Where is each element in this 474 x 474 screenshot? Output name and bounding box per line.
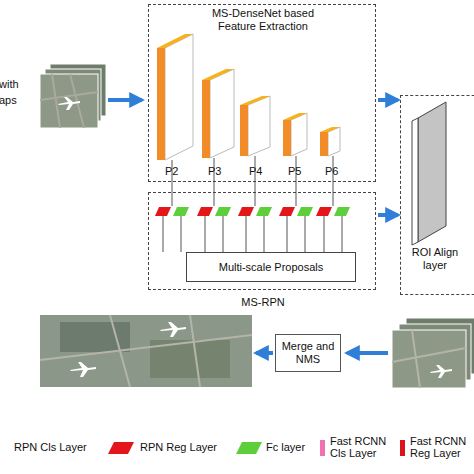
process-box: Merge and NMS — [275, 334, 341, 372]
input-caption: aps — [0, 94, 17, 107]
feature-map — [202, 69, 234, 80]
airplane-symbol — [70, 362, 96, 377]
legend-swatch-shape — [236, 442, 262, 454]
level-label: P3 — [208, 165, 221, 178]
feature-map — [248, 96, 270, 156]
legend-swatch-shape — [108, 442, 134, 454]
feature-map — [320, 127, 340, 132]
legend-text: Fast RCNN Reg Layer — [410, 435, 474, 459]
rpn-reg-layer — [297, 207, 313, 216]
airplane-symbol — [430, 365, 452, 378]
flow-arrow — [256, 351, 273, 355]
flow-arrow — [108, 98, 142, 102]
level-label: P4 — [249, 165, 262, 178]
legend-swatch-shape — [400, 440, 405, 456]
dashed-group-box: MS-RPNMulti-scale Proposals — [148, 192, 376, 290]
tarmac-line — [40, 74, 98, 128]
flow-arrow — [378, 213, 398, 217]
roi-align-plane — [412, 118, 418, 245]
legend-swatch — [234, 440, 264, 456]
input-caption: with — [0, 78, 19, 91]
legend-text: Fast RCNN Cls Layer — [330, 435, 388, 459]
feature-map — [157, 34, 193, 48]
input-image — [40, 74, 98, 128]
feature-map — [240, 96, 270, 105]
leader-line — [163, 216, 342, 252]
legend-text: RPN Cls Layer — [14, 441, 104, 453]
box-label: Merge and NMS — [278, 340, 338, 366]
result-image — [392, 330, 466, 388]
legend-swatch — [106, 440, 136, 456]
legend-swatch-shape — [320, 440, 325, 456]
box-label: ROI Align layer — [405, 246, 465, 272]
rpn-cls-layer — [197, 207, 213, 216]
flow-arrow — [378, 98, 398, 102]
group-heading: MS-RPN — [149, 296, 377, 309]
leader-line — [172, 156, 333, 206]
airplane-symbol — [160, 322, 186, 337]
rpn-reg-layer — [256, 207, 272, 216]
rpn-cls-layer — [316, 207, 332, 216]
feature-map — [157, 48, 165, 160]
feature-map — [165, 34, 193, 160]
level-label: P5 — [288, 165, 301, 178]
feature-map — [291, 113, 307, 156]
legend-swatch — [398, 440, 428, 456]
legend-swatch — [318, 440, 348, 456]
airplane-symbol — [58, 97, 80, 110]
output-image — [40, 315, 252, 387]
dashed-group-box: MS-DenseNet based Feature Extraction — [148, 4, 376, 182]
feature-map — [320, 132, 328, 156]
tarmac-line — [392, 330, 466, 388]
flow-arrow — [347, 351, 388, 355]
level-label: P6 — [325, 165, 338, 178]
group-heading: MS-DenseNet based Feature Extraction — [198, 7, 328, 33]
rpn-reg-layer — [334, 207, 350, 216]
rpn-cls-layer — [279, 207, 295, 216]
tarmac-line — [40, 315, 252, 387]
legend-text: RPN Reg Layer — [140, 441, 230, 453]
feature-map — [240, 105, 248, 156]
rpn-cls-layer — [238, 207, 254, 216]
feature-map — [202, 80, 210, 158]
level-label: P2 — [165, 165, 178, 178]
dashed-group-box: ROI Align layer — [400, 95, 474, 295]
feature-map — [283, 113, 307, 120]
rpn-cls-layer — [155, 207, 171, 216]
feature-map — [328, 127, 340, 156]
process-box: Multi-scale Proposals — [186, 252, 356, 282]
roi-align-plane — [418, 102, 446, 242]
rpn-reg-layer — [173, 207, 189, 216]
feature-map — [283, 120, 291, 156]
box-label: Multi-scale Proposals — [187, 261, 355, 274]
feature-map — [210, 69, 234, 158]
rpn-reg-layer — [215, 207, 231, 216]
legend-text: Fc layer — [266, 441, 314, 453]
